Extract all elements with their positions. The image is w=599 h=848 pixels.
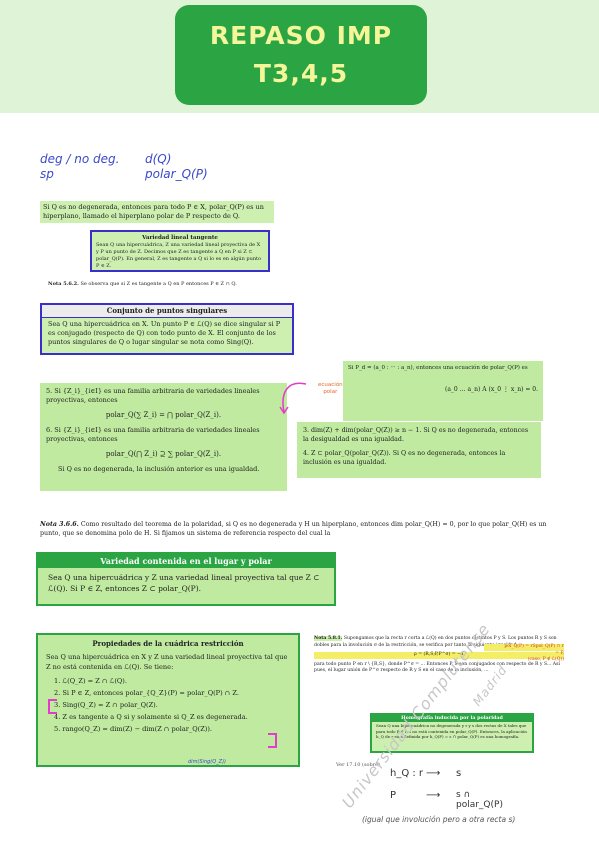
note-366: Nota 3.6.6. Como resultado del teorema d…	[40, 520, 560, 538]
polar-family-box: 5. Si {Z_i}_{i∈I} es una familia arbitra…	[40, 383, 287, 491]
note-366-label: Nota 3.6.6.	[40, 521, 79, 528]
contained-variety-text: Sea Q una hipercuádrica y Z una variedad…	[48, 573, 320, 593]
item-5-text: 5. Si {Z_i}_{i∈I} es una familia arbitra…	[46, 387, 260, 404]
note-562-text: Se observa que si Z es tangente a Q en P…	[80, 281, 237, 287]
dimension-inclusion-box: 3. dim(Z) + dim(polar_Q(Z)) ≥ n − 1. Si …	[297, 422, 541, 478]
restriction-item-4: 4. Z es tangente a Q si y solamente si Q…	[54, 713, 248, 721]
hand-line-1: h_Q : r ⟶ s	[390, 768, 461, 786]
restriction-item-1: 1. ℒ(Q_Z) = Z ∩ ℒ(Q).	[54, 677, 127, 685]
singular-points-text: Sea Q una hipercuádrica en X. Un punto P…	[48, 320, 281, 346]
formula-5: polar_Q(∑ Z_i) = ⋂ polar_Q(Z_i).	[105, 411, 222, 419]
restriction-intro: Sea Q una hipercuádrica en X y Z una var…	[46, 653, 288, 671]
item-6-text: 6. Si {Z_i}_{i∈I} es una familia arbitra…	[46, 426, 260, 443]
polar-equation-box: Si P_d = (a_0 : ··· : a_n), entonces una…	[343, 361, 543, 421]
polar-equation-text: Si P_d = (a_0 : ··· : a_n), entonces una…	[348, 365, 528, 371]
formula-6: polar_Q(⋂ Z_i) ⊇ ∑ polar_Q(Z_i).	[105, 450, 222, 458]
hand-line-1-left: h_Q : r	[390, 768, 424, 779]
note-581-text: Supongamos que la recta r corta a ℒ(Q) e…	[314, 636, 557, 648]
annotation-line-2: polar	[323, 389, 338, 395]
restriction-item-2: 2. Si P ∈ Z, entonces polar_{Q_Z}(P) = p…	[54, 689, 239, 697]
restriction-item-5: 5. rango(Q_Z) = dim(Z) − dim(Z ∩ polar_Q…	[54, 725, 213, 733]
inclusion-closing: Si Q es no degenerada, la inclusión ante…	[58, 465, 260, 473]
pink-bracket-left	[48, 699, 57, 714]
note-581: Nota 5.8.1. Supongamos que la recta r co…	[314, 636, 564, 675]
hand-note-sing-dim: dim(Sing(Q_Z))	[188, 759, 227, 765]
homography-text: Sean Q una hipercuádrica no degenerada y…	[376, 723, 527, 739]
restriction-title: Propiedades de la cuádrica restricción	[92, 639, 244, 648]
note-581-right-1: pol_Q(P) = rSpol_Q(P) ∩ r	[484, 644, 564, 651]
pink-bracket-right	[268, 733, 277, 748]
homography-box: Homografía inducida por la polaridad Sea…	[370, 713, 534, 753]
title-line-2: T3,4,5	[253, 59, 349, 88]
homography-title: Homografía inducida por la polaridad	[372, 715, 532, 722]
hand-note-involucion: (igual que involución pero a otra recta …	[362, 815, 516, 824]
arrow-icon	[279, 382, 307, 415]
tangent-variety-title: Variedad lineal tangente	[142, 235, 218, 241]
title-box: REPASO IMP T3,4,5	[175, 5, 427, 105]
hand-note-dq: d(Q)	[145, 152, 172, 166]
hand-note-polar: polar_Q(P)	[145, 167, 208, 181]
annotation-line-1: ecuación	[318, 382, 343, 388]
note-581-right-2: = P,	[555, 650, 564, 656]
singular-points-title: Conjunto de puntos singulares	[42, 305, 292, 318]
note-581-text2: para todo punto P en r \ {R,S}, donde P^…	[314, 661, 560, 674]
tangent-variety-box: Variedad lineal tangente Sean Q una hipe…	[90, 230, 270, 272]
exercise-ref: Ver 17.10 (sobre)	[336, 762, 381, 768]
restriction-quadric-box: Propiedades de la cuádrica restricción S…	[36, 633, 300, 767]
hand-line-1-right: s	[456, 768, 462, 779]
polar-equation-formula: (a_0 … a_n) A (x_0 ⋮ x_n) = 0.	[445, 386, 538, 393]
hand-line-2: P ⟶ s ∩ polar_Q(P)	[390, 790, 503, 810]
hand-note-sp: sp	[40, 167, 54, 181]
note-581-right-3: (caso, P ∉ ℒ(Q))	[527, 657, 564, 662]
hand-line-2-left: P	[390, 790, 397, 801]
note-562-label: Nota 5.6.2.	[48, 281, 79, 287]
item-4-text: 4. Z ⊂ polar_Q(polar_Q(Z)). Si Q es no d…	[303, 450, 506, 466]
title-line-1: REPASO IMP	[209, 21, 393, 50]
restriction-item-3: 3. Sing(Q_Z) = Z ∩ polar_Q(Z).	[54, 701, 158, 709]
arrow-right-icon: ⟶	[426, 768, 441, 779]
note-581-side: pol_Q(P) = rSpol_Q(P) ∩ r = P, (caso, P …	[484, 644, 564, 664]
hand-note-deg: deg / no deg.	[40, 152, 120, 166]
item-3-text: 3. dim(Z) + dim(polar_Q(Z)) ≥ n − 1. Si …	[303, 427, 529, 443]
hand-line-2-right: s ∩ polar_Q(P)	[456, 790, 503, 810]
contained-variety-box: Variedad contenida en el lugar y polar S…	[36, 552, 336, 606]
singular-points-box: Conjunto de puntos singulares Sea Q una …	[40, 303, 294, 355]
note-366-text: Como resultado del teorema de la polarid…	[40, 521, 547, 537]
tangent-variety-text: Sean Q una hipercuádrica, Z una variedad…	[96, 242, 262, 269]
contained-variety-title: Variedad contenida en el lugar y polar	[38, 554, 334, 568]
note-581-label: Nota 5.8.1.	[314, 636, 343, 641]
annotation-ecuacion-polar: ecuación polar	[318, 382, 343, 396]
note-562: Nota 5.6.2. Se observa que si Z es tange…	[48, 281, 278, 288]
restriction-list: 1. ℒ(Q_Z) = Z ∩ ℒ(Q). 2. Si P ∈ Z, enton…	[46, 676, 290, 734]
hyperplane-polar-text: Si Q es no degenerada, entonces para tod…	[40, 201, 274, 223]
arrow-right-icon-2: ⟶	[426, 790, 441, 801]
hand-notes-bottom: h_Q : r ⟶ s P ⟶ s ∩ polar_Q(P)	[390, 768, 503, 810]
note-581-formula: ρ = (R,S;P,P^σ) = −1	[314, 652, 564, 659]
